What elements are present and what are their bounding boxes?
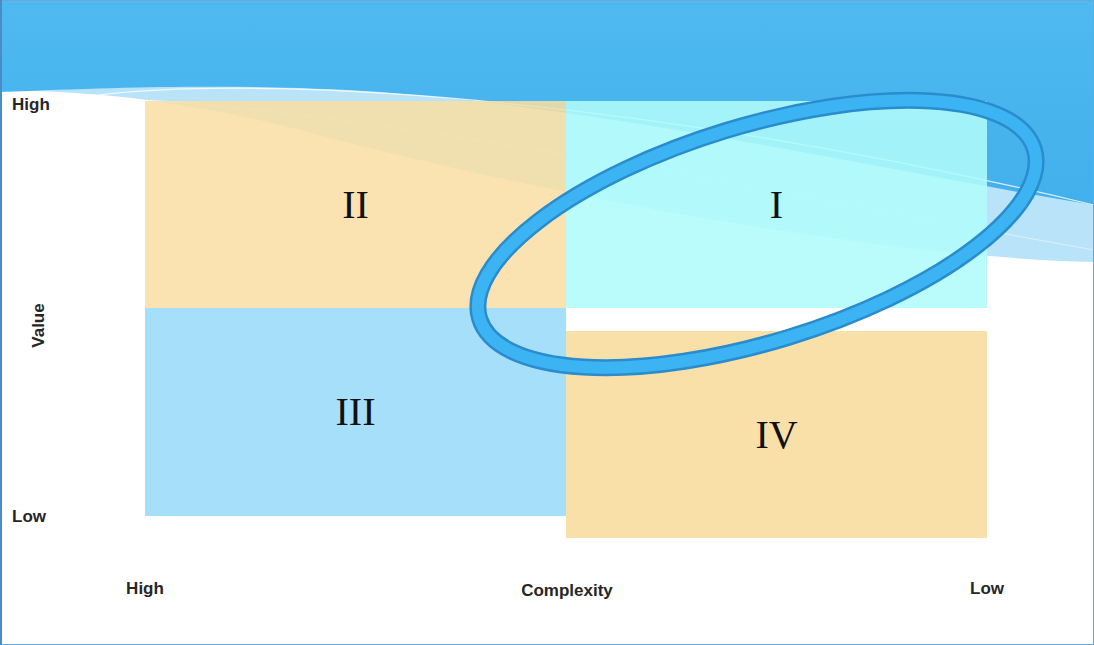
quadrant-box: I (566, 101, 987, 308)
quadrant-box: III (145, 308, 566, 516)
quadrant-number: II (342, 185, 369, 225)
axis-low-complexity: Low (970, 580, 1004, 597)
quadrant-number: IV (755, 415, 797, 455)
quadrant-number: I (770, 185, 783, 225)
axis-high-value: High (12, 96, 50, 113)
axis-high-complexity: High (126, 580, 164, 597)
quadrant-number: III (336, 392, 376, 432)
quadrant-box: II (145, 101, 566, 308)
axis-low-value: Low (12, 508, 46, 525)
quadrant-box: IV (566, 331, 987, 538)
axis-title: Value (29, 303, 46, 347)
axis-title: Complexity (521, 582, 613, 599)
